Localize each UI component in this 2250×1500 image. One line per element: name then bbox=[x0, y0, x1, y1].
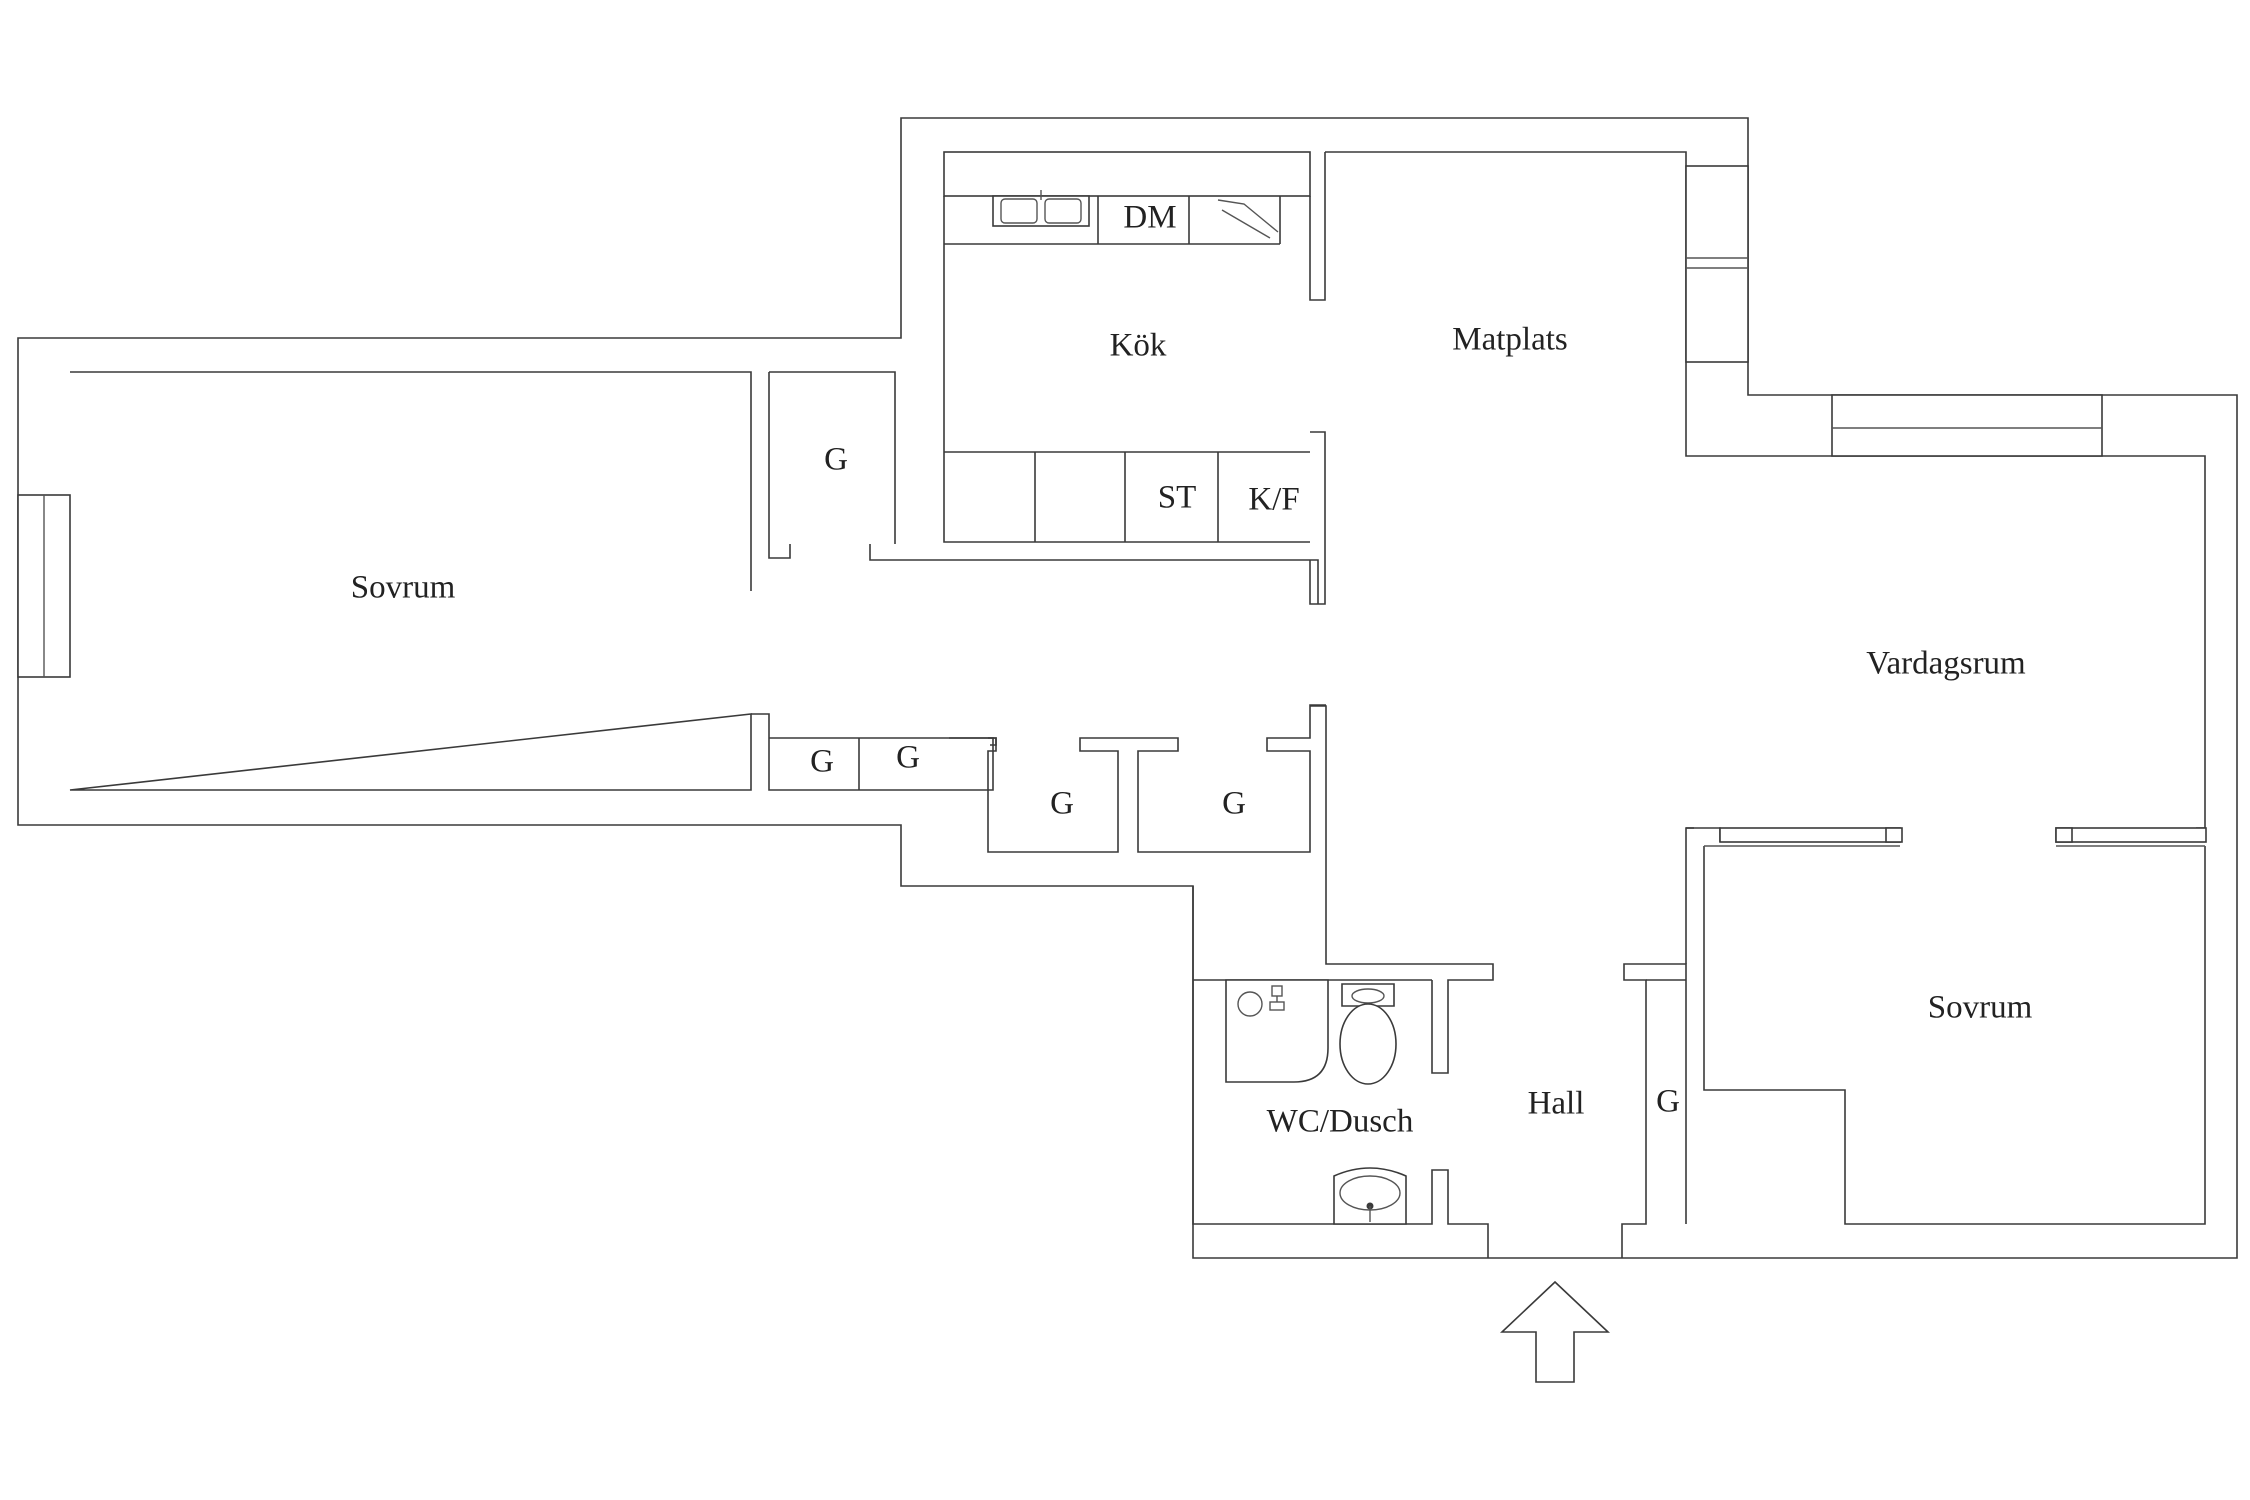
kitchen-counter-appliance-icon bbox=[1217, 199, 1279, 239]
room-label-kok: Kök bbox=[1110, 328, 1167, 364]
closet-upper-left bbox=[768, 371, 1319, 604]
dining-walls bbox=[1325, 151, 2206, 829]
room-label-vardagsrum: Vardagsrum bbox=[1866, 646, 2026, 682]
bedroom-left-walls bbox=[69, 371, 752, 791]
closet-label: G bbox=[1656, 1084, 1680, 1120]
bedroom-right-walls bbox=[1685, 827, 2206, 1225]
room-label-sovrum-right: Sovrum bbox=[1928, 990, 2033, 1026]
toilet-icon bbox=[1339, 983, 1397, 1085]
closet-label: G bbox=[1050, 786, 1074, 822]
closet-label: G bbox=[824, 442, 848, 478]
window-living bbox=[1831, 394, 2103, 457]
room-label-hall: Hall bbox=[1528, 1086, 1585, 1122]
fixture-label-dm: DM bbox=[1123, 200, 1176, 236]
room-label-matplats: Matplats bbox=[1452, 322, 1567, 358]
hall-left-wall bbox=[1310, 705, 1494, 1074]
kitchen-sink-icon bbox=[992, 190, 1090, 227]
outer-wall bbox=[17, 117, 2238, 1259]
window-left bbox=[17, 494, 71, 678]
room-label-wc: WC/Dusch bbox=[1267, 1104, 1414, 1140]
closets-lower-left bbox=[751, 704, 1326, 853]
hall-closet bbox=[1621, 963, 1687, 1258]
fixture-label-kf: K/F bbox=[1248, 482, 1299, 518]
closet-label: G bbox=[896, 740, 920, 776]
closet-label: G bbox=[1222, 786, 1246, 822]
window-dining bbox=[1685, 165, 1749, 363]
shower-icon bbox=[1225, 979, 1329, 1083]
room-label-sovrum-left: Sovrum bbox=[351, 570, 456, 606]
washbasin-icon bbox=[1333, 1167, 1407, 1225]
kitchen-walls bbox=[943, 151, 1326, 605]
fixture-label-st: ST bbox=[1158, 480, 1197, 516]
door-bedroom-right bbox=[1704, 827, 2207, 847]
closet-label: G bbox=[810, 744, 834, 780]
entrance-arrow-icon bbox=[1499, 1280, 1611, 1383]
